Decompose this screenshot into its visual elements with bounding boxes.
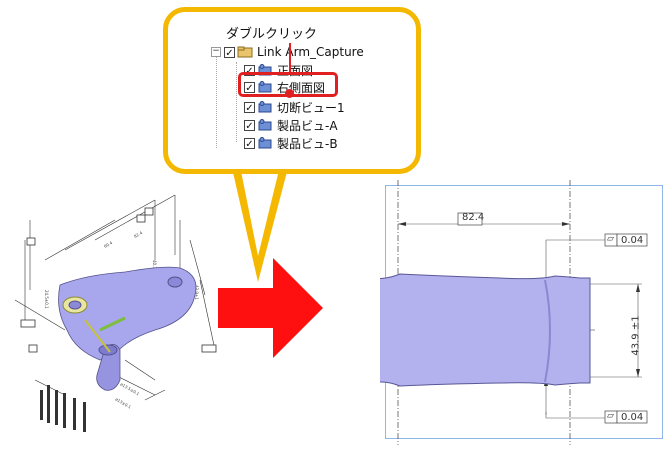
flatness-symbol-bottom: ▱: [607, 411, 614, 421]
tree-root-label: Link Arm_Capture: [257, 45, 364, 59]
tree-collapse-toggle[interactable]: −: [211, 46, 221, 57]
dim-length: 82.4: [462, 212, 485, 223]
dim-height: 43.9 ±1: [630, 315, 642, 356]
pointer-line: [289, 43, 291, 73]
view-icon: [258, 64, 272, 76]
view-icon: [258, 101, 272, 113]
arrow-right-icon: [218, 258, 323, 358]
pointer-dot: [285, 89, 294, 98]
drawing-folder-icon: [237, 46, 253, 58]
tree-item-product-view-b[interactable]: ✓ 製品ビュ-B: [244, 135, 338, 151]
tree-item-product-view-a[interactable]: ✓ 製品ビュ-A: [244, 117, 338, 133]
tree-item-label: 製品ビュ-A: [277, 118, 338, 133]
side-view-drawing: [380, 180, 648, 445]
flatness-value-bottom: 0.04: [621, 412, 644, 423]
checkbox[interactable]: ✓: [224, 46, 235, 59]
checkbox[interactable]: ✓: [244, 81, 255, 94]
isometric-drawing: 60.4 82.4 40.3 43.9±1 24.5±0.1 ø13.5±0.1…: [14, 194, 217, 432]
tree-item-root[interactable]: ✓ Link Arm_Capture: [224, 44, 364, 60]
double-click-label: ダブルクリック: [226, 27, 318, 42]
tree-item-section-view[interactable]: ✓ 切断ビュー1: [244, 99, 345, 115]
flatness-symbol-top: ▱: [607, 234, 614, 244]
svg-text:ø13.5±0.1: ø13.5±0.1: [120, 382, 141, 397]
svg-text:60.4: 60.4: [103, 240, 114, 249]
checkbox[interactable]: ✓: [244, 101, 255, 114]
svg-text:24.5±0.1: 24.5±0.1: [44, 290, 49, 309]
checkbox[interactable]: ✓: [244, 137, 255, 150]
flatness-value-top: 0.04: [621, 235, 644, 246]
view-icon: [258, 119, 272, 131]
tree-item-label: 製品ビュ-B: [277, 136, 338, 151]
checkbox[interactable]: ✓: [244, 64, 255, 77]
svg-text:82.4: 82.4: [133, 230, 144, 239]
view-icon: [258, 137, 272, 149]
svg-text:43.9±1: 43.9±1: [194, 285, 199, 300]
checkbox[interactable]: ✓: [244, 119, 255, 132]
svg-text:ø13±0.1: ø13±0.1: [115, 397, 133, 410]
view-icon: [258, 81, 272, 93]
tree-item-label: 切断ビュー1: [277, 100, 345, 115]
svg-text:40.3: 40.3: [152, 260, 157, 269]
